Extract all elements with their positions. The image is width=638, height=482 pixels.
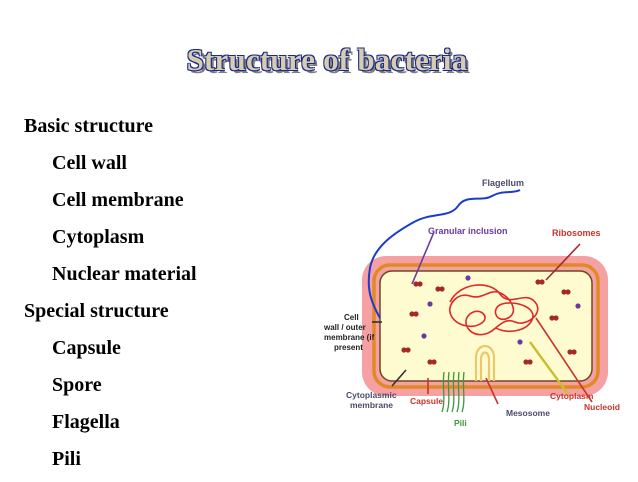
slide-title: Structure of bacteria (186, 42, 468, 77)
granule (421, 333, 427, 339)
ribosome (553, 315, 559, 321)
ribosome (539, 279, 545, 285)
cytoplasm-label: Cytoplasm (550, 391, 594, 401)
ribosome (417, 281, 423, 287)
granule (575, 303, 581, 309)
ribosome (431, 359, 437, 365)
pilus (456, 371, 460, 413)
ribosome (523, 359, 529, 365)
cell-wall-label-line: wall / outer (323, 323, 366, 332)
pilus (441, 371, 445, 413)
cytoplasmic-membrane-arrow (391, 369, 407, 387)
list-item-spore: Spore (52, 374, 102, 396)
special-structure-heading: Special structure (24, 300, 169, 322)
cytoplasm-area (379, 270, 593, 382)
list-item-capsule: Capsule (52, 337, 121, 359)
nucleoid-label: Nucleoid (584, 402, 620, 412)
granular-inclusions (421, 275, 581, 345)
ribosome (439, 286, 445, 292)
cell-wall (372, 263, 600, 389)
ribosomes (401, 279, 577, 365)
pili-label: Pili (454, 418, 467, 428)
cytoplasmic-membrane-label-line: Cytoplasmic (346, 390, 397, 400)
ribosome (413, 311, 419, 317)
list-item-pili: Pili (52, 448, 81, 470)
ribosome (571, 349, 577, 355)
granular-inclusion-label: Granular inclusion (428, 226, 508, 236)
list-item-cytoplasm: Cytoplasm (52, 226, 145, 248)
nucleoid (448, 284, 539, 336)
ribosome (549, 315, 555, 321)
outline-list: Basic structure Cell wall Cell membrane … (24, 112, 304, 482)
ribosome (409, 311, 415, 317)
cytoplasmic-membrane-label-line: membrane (350, 400, 393, 410)
ribosome (535, 279, 541, 285)
ribosomes-label: Ribosomes (552, 228, 601, 238)
granule (465, 275, 471, 281)
ribosome (565, 289, 571, 295)
ribosomes-arrow (545, 243, 581, 281)
cell-wall-label-line: membrane (if (324, 333, 375, 342)
list-item-nuclear-material: Nuclear material (52, 263, 197, 285)
cytoplasmic-membrane-label: Cytoplasmic membrane (346, 390, 397, 410)
nucleoid-arrow (535, 317, 593, 403)
granule (517, 339, 523, 345)
pilus (461, 371, 465, 413)
basic-structure-heading: Basic structure (24, 115, 154, 137)
pilus (451, 371, 455, 413)
mesosome-arrow (485, 377, 499, 405)
granular-inclusion-arrow (411, 231, 435, 285)
cell-wall-label: Cell wall / outer membrane (if present (323, 313, 375, 352)
cytoplasm-arrow (529, 341, 569, 395)
ribosome (561, 289, 567, 295)
pili (441, 371, 465, 413)
ribosome (567, 349, 573, 355)
ribosome (405, 347, 411, 353)
mesosome (474, 344, 496, 381)
granule (427, 301, 433, 307)
ribosome (435, 286, 441, 292)
ribosome (527, 359, 533, 365)
ribosome (427, 359, 433, 365)
capsule-label: Capsule (410, 396, 443, 406)
list-item-cell-wall: Cell wall (52, 152, 127, 174)
ribosome (401, 347, 407, 353)
leader-lines (372, 231, 593, 405)
list-item-cell-membrane: Cell membrane (52, 189, 184, 211)
pilus (446, 371, 450, 413)
mesosome-label: Mesosome (506, 408, 550, 418)
flagellum (367, 189, 521, 319)
bacteria-diagram: Flagellum Granular inclusion Ribosomes C… (323, 178, 620, 428)
cell-wall-label-line: present (334, 343, 363, 352)
list-item-flagella: Flagella (52, 411, 120, 433)
ribosome (413, 281, 419, 287)
cell-wall-label-line: Cell (344, 313, 359, 322)
flagellum-label: Flagellum (482, 178, 524, 188)
